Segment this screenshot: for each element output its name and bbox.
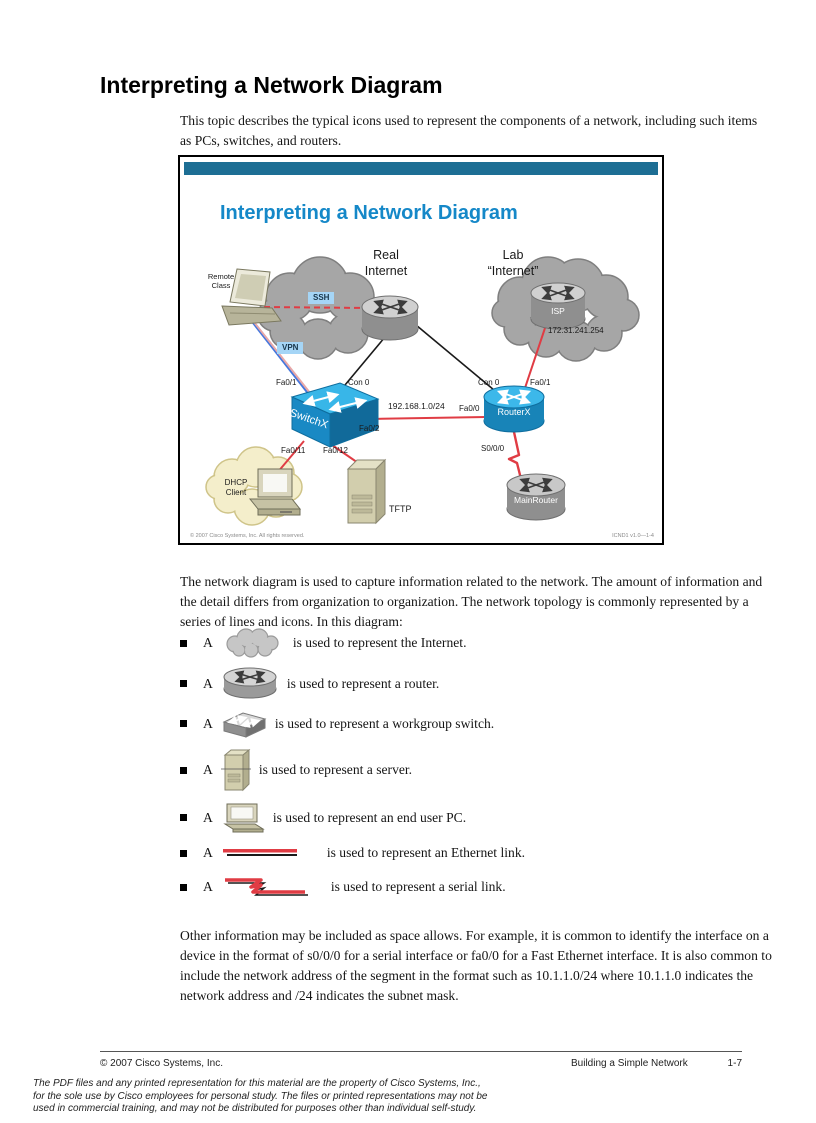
- lab-internet-label: Lab “Internet”: [487, 248, 539, 279]
- network-diagram: [205, 256, 640, 526]
- mainrouter-icon: [506, 473, 566, 521]
- body-paragraph: The network diagram is used to capture i…: [180, 574, 763, 630]
- bullet-text: is used to represent a router.: [286, 675, 440, 691]
- switch-fa02-label: Fa0/2: [359, 424, 380, 433]
- list-item: A is used to represent a workgroup switc…: [180, 709, 765, 738]
- switch-con0-label: Con 0: [348, 378, 370, 387]
- switch-icon: [221, 709, 267, 738]
- isp-router-icon: [530, 282, 586, 330]
- footer-section-title: Building a Simple Network: [571, 1058, 688, 1069]
- switch-to-pc-link: [276, 440, 305, 474]
- router-fa00-label: Fa0/0: [459, 404, 480, 413]
- ssh-badge: SSH: [308, 292, 335, 304]
- router-icon: [221, 667, 279, 700]
- bullet-text: is used to represent the Internet.: [292, 635, 467, 650]
- real-internet-label: Real Internet: [364, 248, 408, 279]
- bullet-marker: [180, 720, 187, 727]
- slide-course-code: ICND1 v1.0—1-4: [612, 533, 654, 539]
- cloud-icon: [221, 628, 285, 658]
- disclaimer-line: used in commercial training, and may not…: [33, 1103, 477, 1114]
- page-footer: © 2007 Cisco Systems, Inc. Building a Si…: [100, 1058, 742, 1072]
- isp-name-label: ISP: [551, 306, 565, 316]
- remote-class-label: Remote Class: [207, 272, 235, 290]
- disclaimer-line: for the sole use by Cisco employees for …: [33, 1090, 488, 1102]
- vpn-badge: VPN: [277, 342, 304, 354]
- switch-fa01-label: Fa0/1: [276, 378, 297, 387]
- internet-router-icon: [361, 295, 419, 341]
- bullet-prefix: A: [203, 715, 213, 731]
- bullet-marker: [180, 639, 187, 647]
- bullet-text: is used to represent an end user PC.: [272, 809, 467, 825]
- bullet-prefix: A: [203, 762, 213, 777]
- dhcp-client-label: DHCP Client: [224, 478, 248, 497]
- closing-paragraph: Other information may be included as spa…: [180, 928, 772, 1004]
- intro-paragraph: This topic describes the typical icons u…: [180, 113, 758, 149]
- bullet-prefix: A: [203, 809, 213, 825]
- router-s000-label: S0/0/0: [481, 444, 505, 453]
- bullet-text: is used to represent a workgroup switch.: [274, 715, 495, 731]
- vpn-link-pink: [249, 316, 315, 399]
- network-links: [245, 306, 547, 484]
- bullet-prefix: A: [203, 635, 213, 650]
- server-icon: [220, 748, 251, 792]
- list-item: A is used to represent a server.: [180, 748, 765, 792]
- subnet-label: 192.168.1.0/24: [388, 401, 445, 411]
- router-con0-label: Con 0: [478, 378, 500, 387]
- slide-title: Interpreting a Network Diagram: [220, 202, 518, 224]
- serial-zigzag-link: [507, 431, 524, 484]
- serial-link-icon: [221, 875, 309, 899]
- router-fa01-label: Fa0/1: [530, 378, 551, 387]
- isp-ip-label: 172.31.241.254: [548, 326, 604, 335]
- footer-page-number: 1-7: [727, 1058, 742, 1069]
- mainrouter-name-label: MainRouter: [514, 495, 558, 505]
- routerx-icon: [483, 385, 545, 433]
- console-link-switch: [339, 336, 386, 392]
- list-item: A is used to represent an Ethernet link.: [180, 845, 765, 861]
- list-item: A is used to represent a serial link.: [180, 875, 765, 899]
- bullet-marker: [180, 849, 187, 857]
- bullet-prefix: A: [203, 845, 213, 860]
- switch-fa012-label: Fa0/12: [323, 446, 348, 455]
- pc-icon: [221, 802, 265, 833]
- bullet-text: is used to represent an Ethernet link.: [326, 845, 526, 860]
- bullet-marker: [180, 680, 187, 687]
- bullet-marker: [180, 766, 187, 774]
- slide-copyright: © 2007 Cisco Systems, Inc. All rights re…: [190, 533, 305, 539]
- bullet-marker: [180, 814, 187, 821]
- ssh-dashed-link: [263, 306, 369, 309]
- bullet-text: is used to represent a server.: [258, 762, 413, 777]
- slide-figure: Interpreting a Network Diagram: [178, 155, 664, 545]
- bullet-text: is used to represent a serial link.: [330, 879, 506, 894]
- laptop-icon: [221, 268, 282, 326]
- routerx-name-label: RouterX: [497, 407, 531, 417]
- disclaimer-line: The PDF files and any printed representa…: [33, 1078, 481, 1089]
- bullet-prefix: A: [203, 675, 213, 691]
- icon-legend-list: A is used to represent the Internet. A: [180, 628, 765, 907]
- footer-disclaimer: The PDF files and any printed representa…: [33, 1078, 573, 1116]
- tftp-label: TFTP: [389, 504, 412, 514]
- bullet-prefix: A: [203, 879, 213, 894]
- isp-to-router-link: [523, 324, 547, 392]
- bullet-marker: [180, 883, 187, 891]
- switch-fa011-label: Fa0/11: [281, 446, 306, 455]
- list-item: A is used to represent a router.: [180, 667, 765, 700]
- ethernet-link-icon: [221, 847, 301, 859]
- list-item: A is used to represent an end user PC.: [180, 802, 765, 833]
- footer-divider: [100, 1051, 742, 1052]
- dhcp-pc-icon: [248, 468, 302, 516]
- page-title: Interpreting a Network Diagram: [100, 72, 443, 98]
- tftp-server-icon: [346, 458, 387, 525]
- switchx-icon: [290, 382, 380, 448]
- console-link-router: [415, 324, 501, 396]
- footer-copyright: © 2007 Cisco Systems, Inc.: [100, 1058, 223, 1069]
- slide-top-bar: [184, 162, 658, 175]
- switch-to-router-link: [369, 416, 487, 420]
- vpn-link-blue: [245, 313, 311, 397]
- list-item: A is used to represent the Internet.: [180, 628, 765, 658]
